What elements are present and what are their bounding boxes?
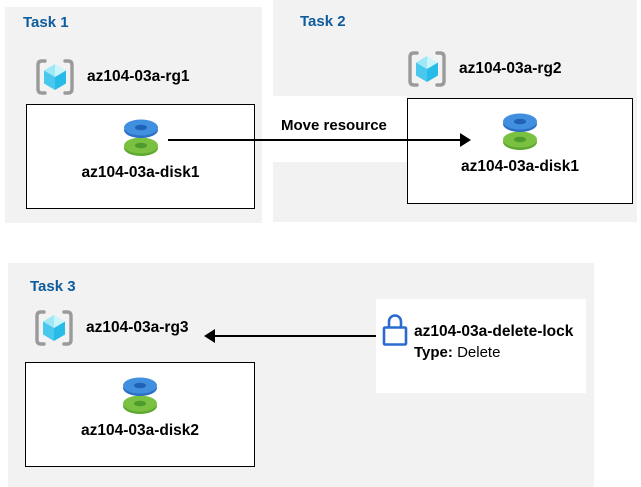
managed-disk-icon (123, 119, 158, 156)
resource-group-icon (35, 310, 73, 346)
task1-resource-box: az104-03a-disk1 (26, 104, 255, 209)
disk-name: az104-03a-disk1 (81, 164, 200, 181)
move-label-background (264, 96, 407, 162)
lock-type-label: Type: (414, 344, 453, 361)
lock-callout: az104-03a-delete-lock Type: Delete (414, 323, 573, 361)
arrow-right-icon (460, 133, 471, 147)
managed-disk-icon (123, 377, 157, 414)
move-resource-arrow (168, 139, 462, 141)
resource-group-name: az104-03a-rg3 (86, 319, 189, 336)
lock-name: az104-03a-delete-lock (414, 323, 574, 340)
task1-title: Task 1 (23, 14, 69, 31)
resource-group-icon (408, 51, 446, 87)
disk-name: az104-03a-disk2 (80, 422, 200, 439)
resource-group-name: az104-03a-rg1 (87, 68, 190, 85)
move-resource-label: Move resource (281, 117, 387, 134)
task1-resource-group: az104-03a-rg1 (34, 57, 190, 97)
lock-type: Type: Delete (414, 344, 573, 361)
task3-resource-box: az104-03a-disk2 (25, 362, 255, 467)
task2-resource-group: az104-03a-rg2 (406, 49, 562, 89)
resource-group-name: az104-03a-rg2 (459, 60, 562, 77)
task3-resource-group: az104-03a-rg3 (33, 308, 189, 348)
disk-name: az104-03a-disk1 (460, 158, 580, 175)
task2-resource-box: az104-03a-disk1 (407, 98, 633, 204)
task1-panel: Task 1 az104-03a-rg1 az104-03a-disk1 (5, 7, 262, 223)
lock-arrow (215, 335, 376, 337)
task2-title: Task 2 (300, 13, 346, 30)
task3-title: Task 3 (30, 278, 76, 295)
lock-type-value: Delete (457, 344, 501, 361)
lock-icon (382, 314, 408, 346)
lock-callout-background (376, 299, 586, 393)
arrow-left-icon (204, 329, 215, 343)
managed-disk-icon (503, 113, 537, 150)
resource-group-icon (36, 59, 74, 95)
